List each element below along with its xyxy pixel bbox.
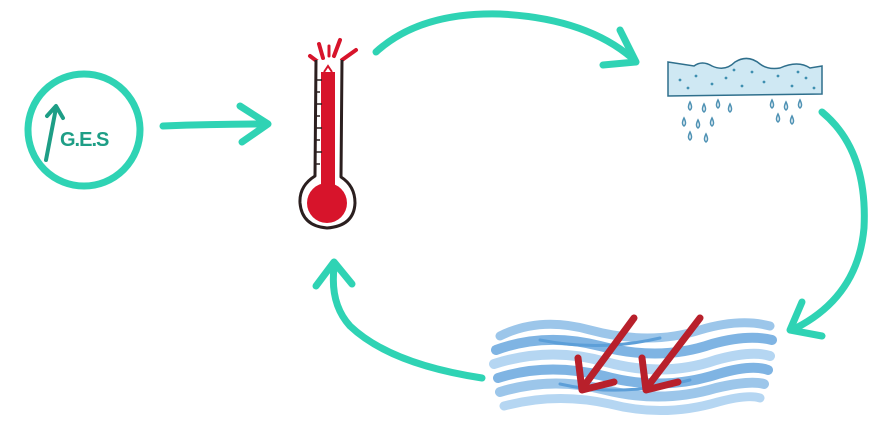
ges-node: G.E.S bbox=[28, 74, 140, 186]
arrow-ocean-to-thermometer bbox=[316, 262, 482, 378]
rain-cloud-icon bbox=[668, 58, 822, 142]
ocean-icon bbox=[494, 323, 772, 411]
arrow-cloud-to-ocean bbox=[790, 112, 864, 336]
thermometer-icon bbox=[300, 40, 356, 228]
ges-label: G.E.S bbox=[60, 129, 109, 151]
raindrops bbox=[683, 100, 802, 142]
arrow-ges-to-thermometer bbox=[163, 106, 268, 142]
arrow-thermometer-to-cloud bbox=[376, 14, 636, 65]
